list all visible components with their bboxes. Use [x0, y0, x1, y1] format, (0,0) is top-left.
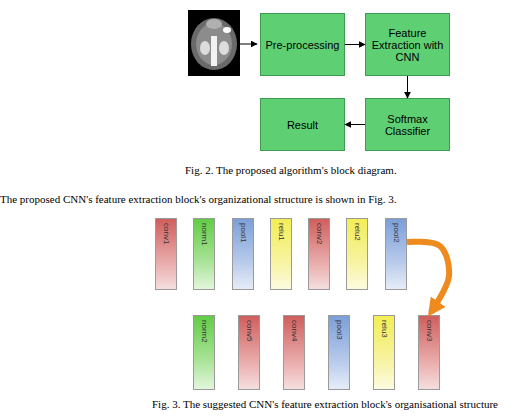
layer-block: pool1 — [232, 218, 254, 290]
layer-block: pool2 — [385, 218, 407, 290]
figure-caption: Fig. 3. The suggested CNN's feature extr… — [152, 398, 498, 410]
ct-background — [188, 10, 240, 76]
input-arrow — [240, 44, 257, 45]
node-label: norm2 — [200, 320, 209, 343]
process-box: Pre-processing — [260, 13, 345, 76]
node-label: relu3 — [380, 320, 389, 338]
flow-arrow — [407, 76, 408, 98]
layer-block: norm1 — [193, 218, 215, 290]
node-label: Result — [287, 119, 318, 131]
node-label: conv5 — [245, 320, 254, 341]
node-label: pool1 — [239, 223, 248, 243]
node-label: conv2 — [315, 223, 324, 244]
node-label: conv1 — [162, 223, 171, 244]
layer-block: conv4 — [283, 315, 305, 390]
node-label: norm1 — [200, 223, 209, 246]
layer-block: norm2 — [193, 315, 215, 390]
ct-body — [191, 18, 237, 70]
process-box: Feature Extraction with CNN — [365, 13, 450, 76]
ct-contrast — [223, 27, 231, 33]
layer-block: conv1 — [155, 218, 177, 290]
layer-block: pool3 — [328, 315, 350, 390]
layer-block: conv5 — [238, 315, 260, 390]
node-label: pool3 — [335, 320, 344, 340]
layer-block: relu1 — [270, 218, 292, 290]
layer-block: relu2 — [346, 218, 368, 290]
body-text: The proposed CNN's feature extraction bl… — [0, 193, 397, 205]
layer-block: relu3 — [373, 315, 395, 390]
ct-spine — [211, 36, 217, 66]
ct-abdomen — [196, 23, 232, 65]
node-label: Feature Extraction with CNN — [369, 27, 446, 63]
node-label: conv4 — [290, 320, 299, 341]
ct-kidney-right — [219, 41, 229, 55]
process-box: Result — [260, 98, 345, 151]
node-label: conv3 — [425, 320, 434, 341]
node-label: Softmax Classifier — [369, 113, 446, 137]
node-label: Pre-processing — [266, 39, 340, 51]
flow-curve-arrow — [407, 242, 449, 312]
flow-arrow — [345, 124, 365, 125]
node-label: pool2 — [392, 223, 401, 243]
node-label: relu1 — [277, 223, 286, 241]
ct-scan-image — [188, 10, 240, 76]
process-box: Softmax Classifier — [365, 98, 450, 151]
layer-block: conv2 — [308, 218, 330, 290]
node-label: relu2 — [353, 223, 362, 241]
flow-arrow — [345, 44, 365, 45]
ct-kidney-left — [200, 41, 210, 55]
layer-block: conv3 — [418, 315, 440, 390]
ct-organ — [206, 19, 222, 29]
figure-caption: Fig. 2. The proposed algorithm's block d… — [185, 164, 397, 176]
